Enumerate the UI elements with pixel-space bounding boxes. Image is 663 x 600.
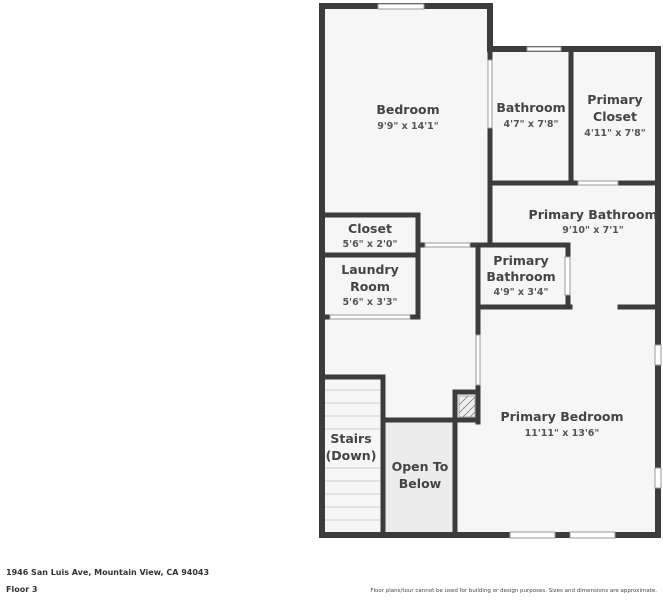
room-name-open-to-below-2: Below <box>399 476 442 491</box>
room-dims-closet: 5'6" x 2'0" <box>343 239 398 250</box>
interior-walls <box>319 3 661 538</box>
room-name-bathroom: Bathroom <box>496 100 565 115</box>
room-name-primary-bathroom-large: Primary Bathroom <box>529 207 658 222</box>
address: 1946 San Luis Ave, Mountain View, CA 940… <box>6 568 210 577</box>
room-dims-bedroom: 9'9" x 14'1" <box>377 121 439 132</box>
room-dims-primary-closet: 4'11" x 7'8" <box>584 128 646 139</box>
room-name-primary-closet-2: Closet <box>593 109 637 124</box>
hatch-lines <box>458 395 476 418</box>
room-name-primary-closet-1: Primary <box>587 92 642 107</box>
floor-area <box>322 6 658 535</box>
room-name-bedroom: Bedroom <box>376 102 439 117</box>
room-name-stairs-1: Stairs <box>330 431 371 446</box>
windows <box>329 3 662 539</box>
floor-label: Floor 3 <box>6 585 38 594</box>
room-name-laundry-1: Laundry <box>341 262 398 277</box>
room-dims-primary-bathroom-large: 9'10" x 7'1" <box>562 225 624 236</box>
room-dims-primary-bedroom: 11'11" x 13'6" <box>525 428 600 439</box>
disclaimer: Floor plans/tour cannot be used for buil… <box>370 588 657 594</box>
room-name-primary-bedroom: Primary Bedroom <box>500 409 623 424</box>
room-dims-primary-bathroom-small: 4'9" x 3'4" <box>494 287 549 298</box>
room-dims-bathroom: 4'7" x 7'8" <box>504 119 559 130</box>
room-name-open-to-below-1: Open To <box>392 459 449 474</box>
room-name-laundry-2: Room <box>350 279 390 294</box>
room-dims-laundry: 5'6" x 3'3" <box>343 297 398 308</box>
open-to-below-area <box>385 422 455 535</box>
room-name-primary-bathroom-small-2: Bathroom <box>486 269 555 284</box>
room-name-primary-bathroom-small-1: Primary <box>493 253 548 268</box>
stairs-treads <box>325 389 381 521</box>
room-name-closet: Closet <box>348 221 392 236</box>
room-name-stairs-2: (Down) <box>326 448 377 463</box>
